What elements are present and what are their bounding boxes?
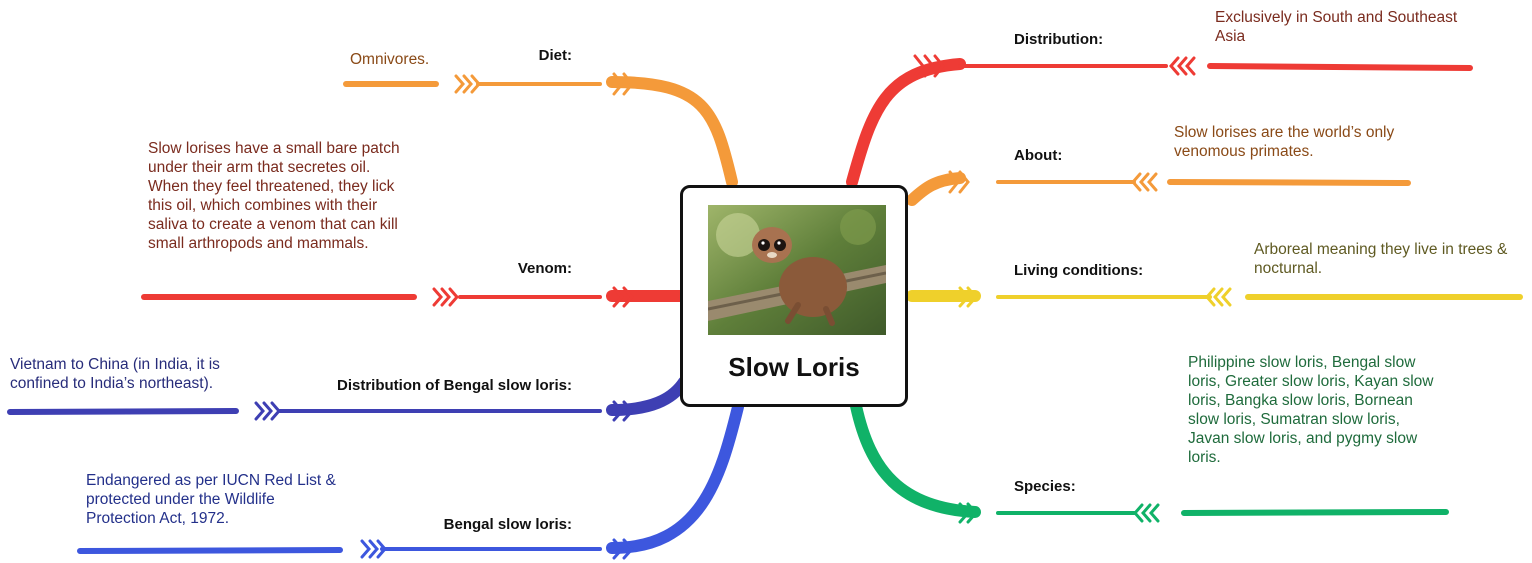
text-line: protected under the Wildlife [86,491,275,508]
text-species: Philippine slow loris, Bengal slow loris… [1188,353,1434,467]
text-line: Endangered as per IUCN Red List & [86,472,336,489]
connectors [7,54,1523,560]
central-node: Slow Loris [680,185,908,407]
text-line: nocturnal. [1254,260,1323,277]
text-line: Vietnam to China (in India, it is [10,356,220,373]
text-line: confined to India’s northeast). [10,375,214,392]
text-line: loris, Greater slow loris, Kayan slow [1188,373,1434,390]
text-line: Slow lorises are the world’s only [1174,124,1395,141]
text-line: Philippine slow loris, Bengal slow [1188,354,1416,371]
central-title: Slow Loris [728,352,860,382]
text-distribution: Exclusively in South and Southeast Asia [1215,8,1457,46]
connector-distribution [846,54,1473,188]
slow-loris-illustration [708,205,886,335]
label-distribution: Distribution: [1014,31,1104,48]
text-line: Protection Act, 1972. [86,510,230,527]
text-line: Slow lorises have a small bare patch [148,140,400,157]
connector-diet [343,72,738,188]
text-bengal-slow-loris: Endangered as per IUCN Red List & protec… [86,471,336,528]
text-line: Asia [1215,28,1246,45]
text-venom: Slow lorises have a small bare patch und… [148,139,400,253]
text-line: small arthropods and mammals. [148,235,369,252]
connector-about [906,170,1411,206]
text-line: loris, Bangka slow loris, Bornean [1188,392,1413,409]
text-bengal-distribution: Vietnam to China (in India, it is confin… [10,355,220,393]
label-species: Species: [1014,478,1076,495]
text-living-conditions: Arboreal meaning they live in trees & no… [1254,240,1507,278]
text-line: this oil, which combines with their [148,197,378,214]
connector-venom [141,286,686,308]
label-about: About: [1014,147,1063,164]
text-line: under their arm that secretes oil. [148,159,371,176]
connector-living [906,286,1523,308]
label-bengal-slow-loris: Bengal slow loris: [443,516,572,533]
text-line: venomous primates. [1174,143,1314,160]
text-about: Slow lorises are the world’s only venomo… [1174,123,1394,161]
label-living-conditions: Living conditions: [1014,262,1144,279]
text-diet: Omnivores. [350,50,429,69]
text-line: saliva to create a venom that can kill [148,216,398,233]
text-line: loris. [1188,449,1221,466]
slow-loris-photo [708,205,886,335]
label-diet: Diet: [538,47,572,64]
text-line: Javan slow loris, and pygmy slow [1188,430,1418,447]
connector-bengal [77,401,744,560]
text-line: Exclusively in South and Southeast [1215,9,1458,26]
label-venom: Venom: [517,260,572,277]
text-line: Arboreal meaning they live in trees & [1254,241,1508,258]
label-bengal-distribution: Distribution of Bengal slow loris: [336,377,572,394]
text-line: Omnivores. [350,51,430,68]
connector-species [850,400,1449,524]
text-line: slow loris, Sumatran slow loris, [1188,411,1400,428]
text-line: When they feel threatened, they lick [148,178,395,195]
